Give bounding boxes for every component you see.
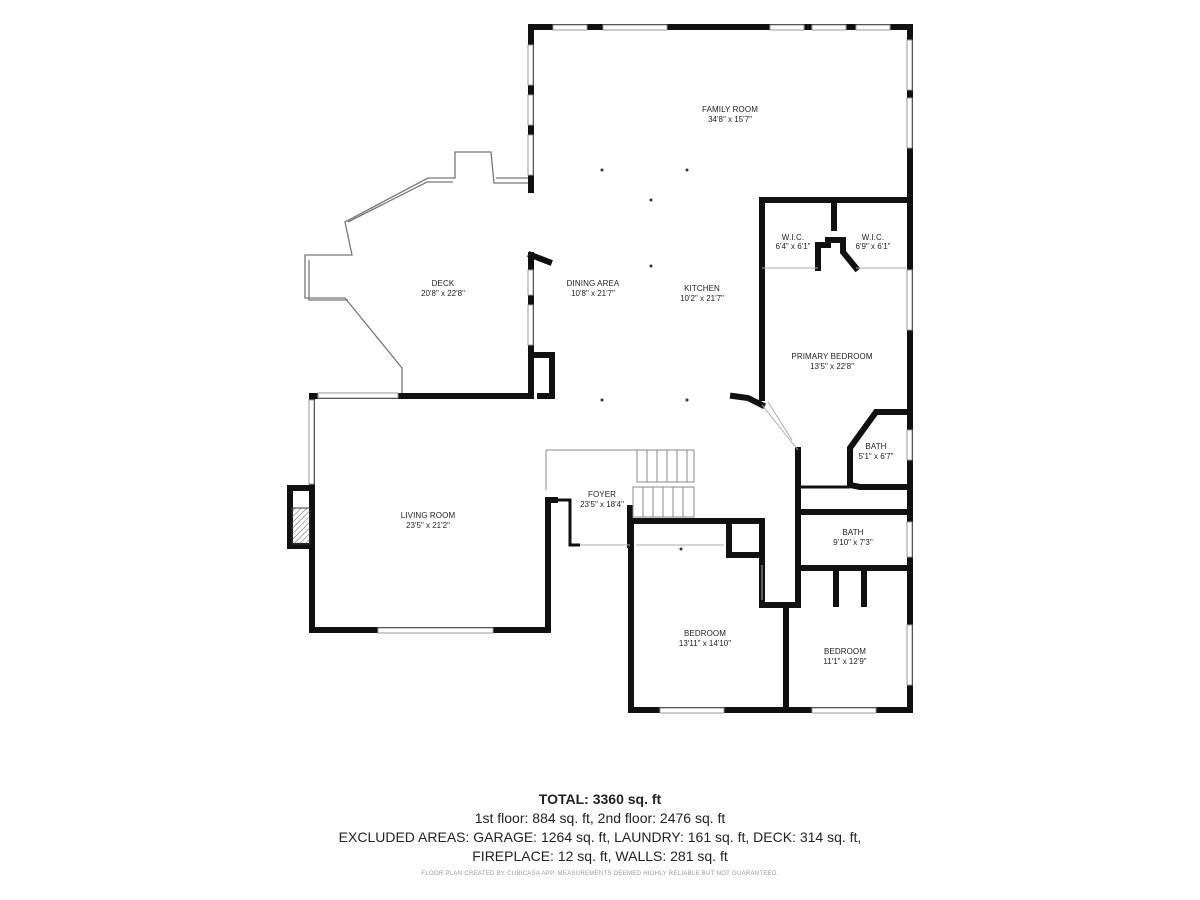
room-dims-bath-hall: 9'10" x 7'3" xyxy=(833,538,873,547)
room-name-bath-hall: BATH xyxy=(842,528,864,537)
room-name-dining-area: DINING AREA xyxy=(566,279,620,288)
room-dims-wic-1: 6'4" x 6'1" xyxy=(775,242,811,251)
excluded-areas-line-2: FIREPLACE: 12 sq. ft, WALLS: 281 sq. ft xyxy=(472,848,728,864)
room-name-wic-2: W.I.C. xyxy=(861,233,885,242)
room-dims-family-room: 34'8" x 15'7" xyxy=(708,115,752,124)
room-name-wic-1: W.I.C. xyxy=(781,233,805,242)
total-area: TOTAL: 3360 sq. ft xyxy=(538,791,662,807)
windows xyxy=(308,24,913,714)
disclaimer-note: FLOOR PLAN CREATED BY CUBICASA APP. MEAS… xyxy=(421,871,779,877)
room-name-bedroom-2: BEDROOM xyxy=(823,647,867,656)
room-dims-bedroom-1: 13'11" x 14'10" xyxy=(678,639,732,648)
interior-walls xyxy=(527,197,913,713)
room-dims-bath-primary: 5'1" x 6'7" xyxy=(858,452,894,461)
room-dims-bedroom-2: 11'1" x 12'9" xyxy=(823,657,867,666)
room-name-deck: DECK xyxy=(431,279,455,288)
room-name-kitchen: KITCHEN xyxy=(684,284,720,293)
room-dims-living-room: 23'5" x 21'2" xyxy=(406,521,450,530)
floor-plan-drawing xyxy=(287,24,913,714)
room-name-bath-primary: BATH xyxy=(865,442,887,451)
room-name-living-room: LIVING ROOM xyxy=(400,511,456,520)
floor-areas: 1st floor: 884 sq. ft, 2nd floor: 2476 s… xyxy=(474,810,726,826)
room-dims-foyer: 23'5" x 18'4" xyxy=(580,500,624,509)
room-name-family-room: FAMILY ROOM xyxy=(702,105,758,114)
room-dims-primary-bedroom: 13'5" x 22'8" xyxy=(810,362,854,371)
room-name-bedroom-1: BEDROOM xyxy=(683,629,727,638)
light-markers xyxy=(600,168,689,551)
room-dims-wic-2: 6'9" x 6'1" xyxy=(855,242,891,251)
doors xyxy=(580,267,906,600)
room-dims-deck: 20'8" x 22'8" xyxy=(421,289,465,298)
room-name-foyer: FOYER xyxy=(587,490,617,499)
fireplace xyxy=(291,507,311,545)
deck-outline xyxy=(304,151,531,396)
room-dims-kitchen: 10'2" x 21'7" xyxy=(680,294,724,303)
area-summary: TOTAL: 3360 sq. ft 1st floor: 884 sq. ft… xyxy=(0,790,1200,866)
stairs xyxy=(545,449,695,518)
excluded-areas-line-1: EXCLUDED AREAS: GARAGE: 1264 sq. ft, LAU… xyxy=(338,829,862,845)
room-dims-dining-area: 10'8" x 21'7" xyxy=(571,289,615,298)
room-name-primary-bedroom: PRIMARY BEDROOM xyxy=(791,352,873,361)
